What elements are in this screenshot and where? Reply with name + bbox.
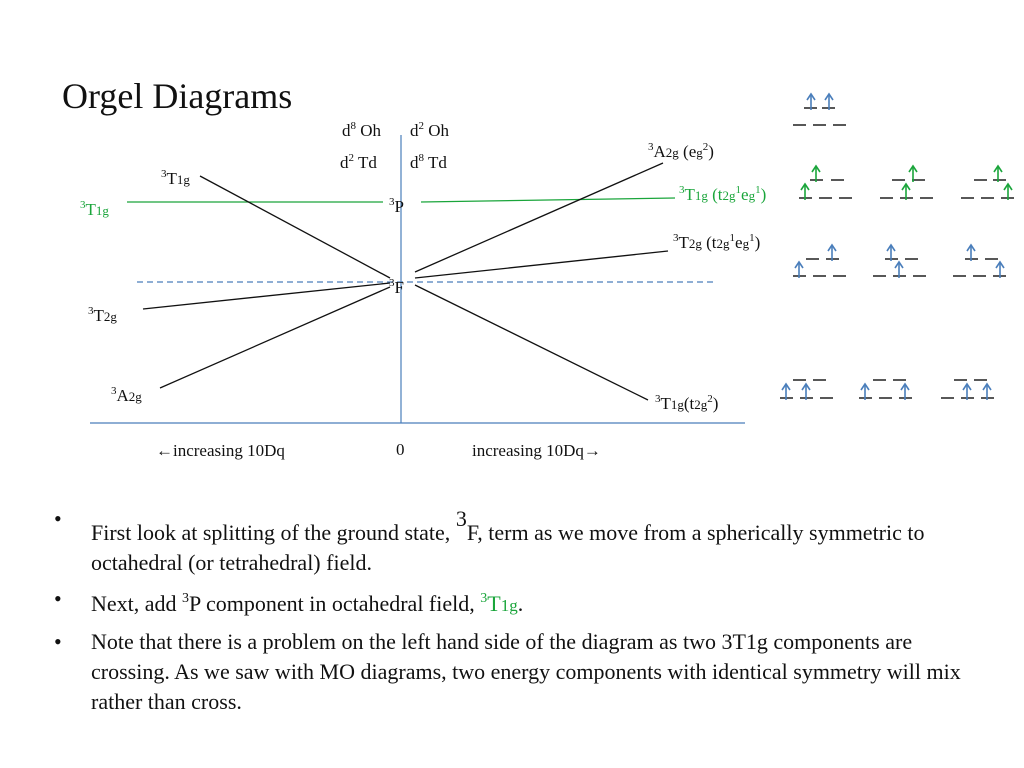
label-d2-oh: d2 Oh (410, 120, 450, 140)
right-a2g-line (414, 162, 664, 273)
bullet-item: Next, add 3P component in octahedral fie… (46, 584, 996, 621)
axis-label-right: increasing 10Dq→ (472, 441, 601, 460)
left-t1g-line (199, 175, 391, 279)
right-term-t2g: 3T2g (t2g1eg1) (673, 232, 761, 252)
right-term-t1g-bottom: 3T1g(t2g2) (655, 393, 719, 413)
left-term-t1g-top: 3T1g (161, 168, 190, 188)
config-t1g-green-icon (799, 179, 1014, 199)
label-d8-td: d8 Td (410, 152, 447, 172)
left-t2g-line (142, 282, 391, 310)
left-a2g-line (159, 286, 391, 389)
config-t1g-bottom-icon (780, 379, 994, 399)
right-t2g-line (414, 250, 669, 279)
axis-label-zero: 0 (396, 440, 405, 459)
left-term-t1g-green: 3T1g (80, 199, 109, 219)
right-term-a2g: 3A2g (eg2) (648, 141, 714, 161)
left-term-t2g: 3T2g (88, 305, 117, 325)
config-a2g-icon (793, 107, 846, 126)
right-term-t1g-green: 3T1g (t2g1eg1) (679, 184, 767, 204)
label-d8-oh: d8 Oh (342, 120, 382, 140)
term-3p: 3P (389, 196, 404, 216)
bullet-item: First look at splitting of the ground st… (46, 504, 996, 578)
right-t1g-line (414, 284, 649, 401)
bullet-item: Note that there is a problem on the left… (46, 627, 996, 717)
bullet-list: First look at splitting of the ground st… (46, 504, 996, 723)
p-level-right-green-line (420, 197, 676, 203)
slide-title: Orgel Diagrams (62, 76, 293, 116)
axis-label-left: ←increasing 10Dq (156, 441, 285, 460)
label-d2-td: d2 Td (340, 152, 377, 172)
term-3f: 3F (389, 277, 404, 297)
left-term-a2g: 3A2g (111, 385, 142, 405)
